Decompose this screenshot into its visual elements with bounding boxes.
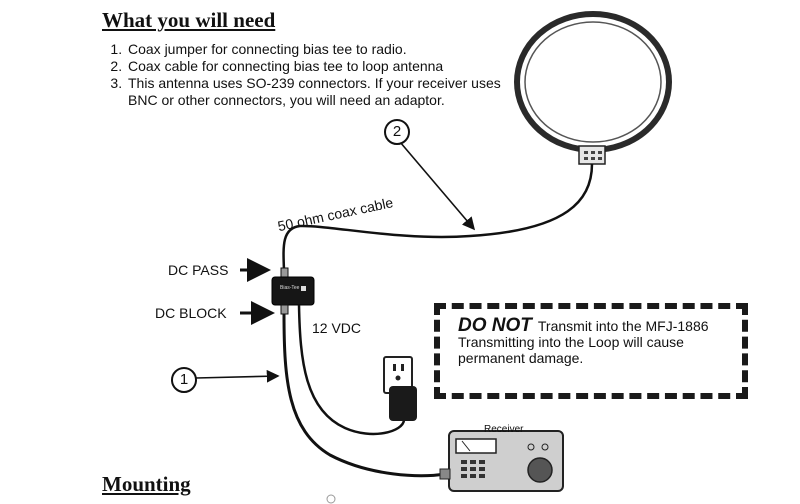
dc-pass-label: DC PASS [168, 262, 229, 278]
needs-list: Coax jumper for connecting bias tee to r… [100, 41, 506, 109]
bottom-mark [326, 494, 336, 504]
needs-item: This antenna uses SO-239 connectors. If … [126, 75, 506, 109]
bias-tee: Bias-Tee [271, 267, 315, 315]
warning-box: DO NOT Transmit into the MFJ-1886 Transmi… [434, 303, 748, 399]
bias-tee-label: Bias-Tee [280, 285, 300, 291]
needs-item: Coax jumper for connecting bias tee to r… [126, 41, 506, 58]
warning-line-1: Transmit into the MFJ-1886 [537, 318, 709, 334]
needs-item: Coax cable for connecting bias tee to lo… [126, 58, 506, 75]
power-adapter [389, 386, 417, 421]
loop-antenna [514, 11, 672, 165]
callout-two: 2 [384, 119, 410, 145]
coax-cable [282, 163, 594, 271]
dc-block-label: DC BLOCK [155, 305, 227, 321]
callout-one: 1 [171, 367, 197, 393]
callout-one-arrow [195, 369, 280, 383]
receiver-label: Receiver [484, 424, 524, 435]
warning-line-2: Transmitting into the Loop will cause [458, 334, 684, 350]
jumper-cable [282, 313, 446, 478]
warning-line-3: permanent damage. [458, 350, 584, 366]
warning-do-not: DO NOT [458, 315, 532, 336]
power-cable [297, 304, 406, 436]
heading-mounting: Mounting [102, 472, 191, 496]
heading-what-you-need: What you will need [102, 8, 276, 32]
callout-two-arrow [399, 141, 476, 231]
receiver [439, 430, 564, 492]
vdc-label: 12 VDC [312, 320, 362, 336]
